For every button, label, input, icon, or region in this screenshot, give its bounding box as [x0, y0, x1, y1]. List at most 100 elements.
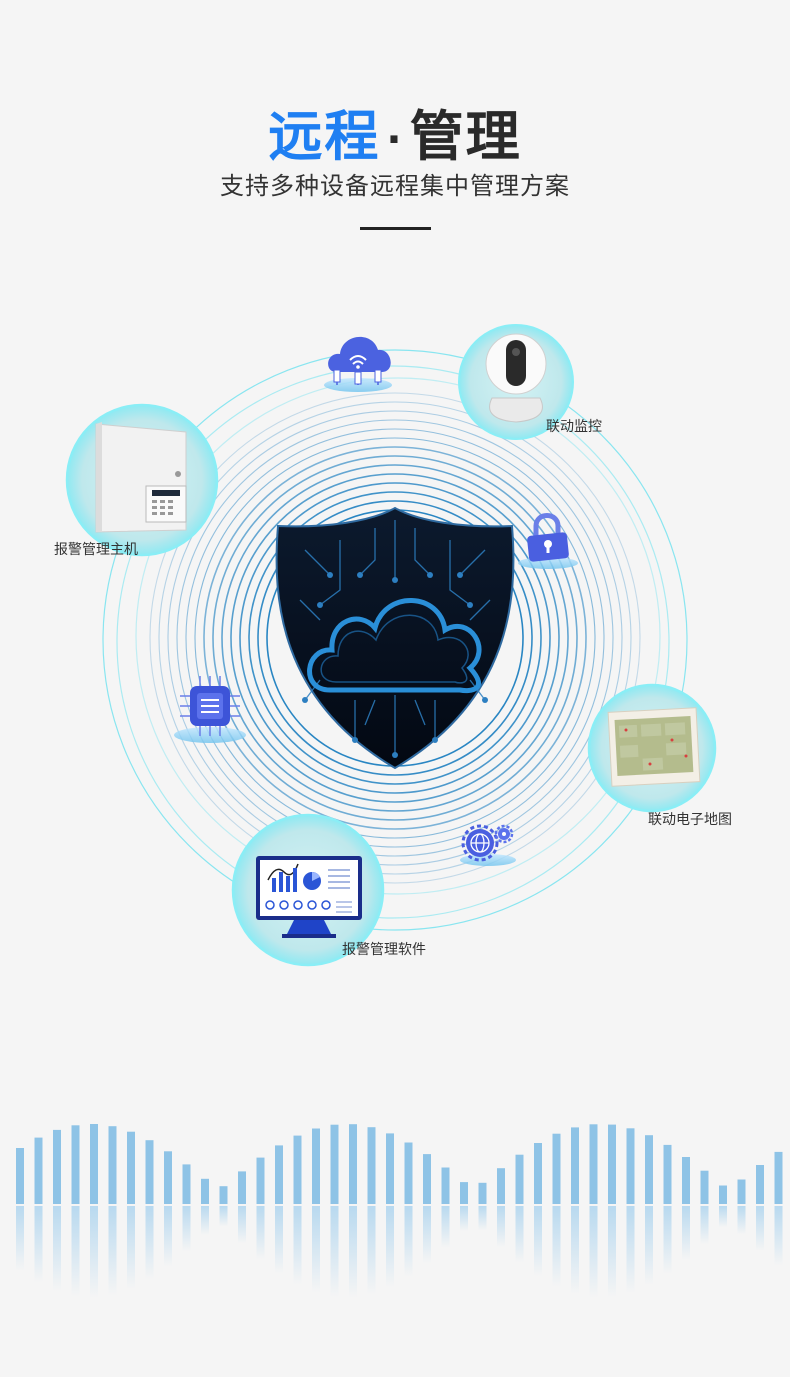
wave-bar-reflection	[645, 1206, 653, 1286]
wave-bar-reflection	[330, 1206, 339, 1298]
wave-bar	[700, 1170, 709, 1204]
wave-bar-reflection	[404, 1206, 413, 1277]
wave-bar	[682, 1157, 690, 1204]
device-diagram	[65, 324, 717, 967]
wave-bar-reflection	[497, 1206, 505, 1248]
wave-bar-reflection	[108, 1206, 117, 1296]
wave-bar-reflection	[182, 1206, 191, 1252]
wave-bar-reflection	[515, 1206, 524, 1263]
cloud-shield-icon	[275, 506, 515, 770]
wave-bar-reflection	[700, 1206, 709, 1245]
wave-bar	[441, 1167, 450, 1204]
wave-bar-reflection	[756, 1206, 764, 1251]
wave-bar	[145, 1140, 154, 1204]
alarm-host-label: 报警管理主机	[54, 542, 138, 558]
concentric-ring	[221, 464, 569, 812]
wave-bar-reflection	[423, 1206, 431, 1264]
concentric-ring	[212, 455, 578, 821]
concentric-ring	[185, 428, 605, 848]
wave-bar-reflection	[367, 1206, 376, 1295]
wave-bar-reflection	[626, 1206, 635, 1294]
wave-bar	[552, 1133, 561, 1204]
wave-bar	[182, 1164, 191, 1204]
wave-bar	[201, 1178, 209, 1204]
wave-bar	[367, 1127, 376, 1204]
wave-bar	[312, 1128, 320, 1204]
wave-bar-reflection	[663, 1206, 672, 1274]
security-camera-icon	[458, 324, 574, 440]
wave-bar-reflection	[774, 1206, 783, 1266]
globe-gear-icon	[460, 824, 516, 866]
wave-bar-reflection	[737, 1206, 746, 1235]
wave-bar	[330, 1124, 339, 1204]
wave-bar-reflection	[127, 1206, 135, 1290]
wave-bar	[756, 1165, 764, 1204]
wave-bar-reflection	[34, 1206, 43, 1283]
wave-bar-reflection	[719, 1206, 727, 1228]
alarm-host-icon	[65, 403, 219, 557]
wave-bar-reflection	[386, 1206, 394, 1288]
wave-bar	[534, 1143, 542, 1204]
outer-rings	[102, 349, 688, 931]
page-subtitle: 支持多种设备远程集中管理方案	[220, 172, 570, 200]
wave-bar	[737, 1179, 746, 1204]
wave-bar	[497, 1168, 505, 1204]
wave-bar	[293, 1135, 302, 1204]
alarm-software-label: 报警管理软件	[342, 942, 426, 958]
wave-bar-reflection	[349, 1206, 357, 1298]
title-divider	[360, 227, 431, 230]
wave-bar	[645, 1135, 653, 1204]
wave-bar-reflection	[219, 1206, 228, 1227]
concentric-ring	[248, 491, 542, 785]
wave-bar-reflection	[145, 1206, 154, 1280]
wave-bar-reflection	[201, 1206, 209, 1235]
concentric-ring	[203, 446, 587, 830]
wave-bar	[71, 1125, 80, 1204]
wave-bar-reflection	[16, 1206, 24, 1271]
wave-bar-reflection	[571, 1206, 579, 1295]
camera-label: 联动监控	[546, 419, 602, 435]
concentric-ring	[257, 500, 533, 776]
monitor-chart-icon	[231, 813, 385, 967]
wave-bar-reflection	[90, 1206, 98, 1298]
wave-bar-reflection	[608, 1206, 616, 1298]
wave-bar	[386, 1133, 394, 1204]
wave-bar	[275, 1145, 283, 1204]
wave-bar-reflection	[460, 1206, 468, 1232]
wave-bar	[34, 1137, 43, 1204]
wave-bar	[256, 1157, 265, 1204]
wave-bar	[349, 1124, 357, 1204]
e-map-icon	[587, 683, 717, 813]
wave-bar	[53, 1129, 61, 1204]
wave-bar	[478, 1182, 487, 1204]
wave-bar-reflection	[478, 1206, 487, 1231]
chip-icon	[174, 676, 246, 743]
wave-bar	[663, 1144, 672, 1204]
concentric-ring	[230, 473, 560, 803]
wave-bar-reflection	[534, 1206, 542, 1277]
wave-bar-reflection	[293, 1206, 302, 1285]
wave-bar	[774, 1151, 783, 1204]
cloud-wifi-icon	[324, 336, 392, 392]
wave-bar	[404, 1142, 413, 1204]
wave-bar-reflection	[275, 1206, 283, 1274]
wave-bar	[90, 1124, 98, 1204]
wave-bar	[608, 1124, 616, 1204]
wave-bar-reflection	[682, 1206, 690, 1261]
wave-bar	[719, 1185, 727, 1204]
wave-bar-reflection	[589, 1206, 598, 1298]
title-dark-part: 管理	[409, 105, 522, 168]
wave-bar-reflection	[53, 1206, 61, 1292]
page-title: 远程·管理	[0, 92, 790, 171]
wave-bar-reflection	[552, 1206, 561, 1287]
wave-bar	[164, 1151, 172, 1204]
title-blue-part: 远程	[268, 105, 381, 168]
concentric-ring	[167, 410, 623, 866]
wave-bar-reflection	[256, 1206, 265, 1260]
wave-bar	[571, 1127, 579, 1204]
sound-wave-decoration	[16, 1124, 783, 1298]
concentric-ring	[149, 392, 641, 884]
title-dot: ·	[386, 117, 404, 164]
wave-bar	[238, 1171, 246, 1204]
wave-bar	[460, 1182, 468, 1204]
